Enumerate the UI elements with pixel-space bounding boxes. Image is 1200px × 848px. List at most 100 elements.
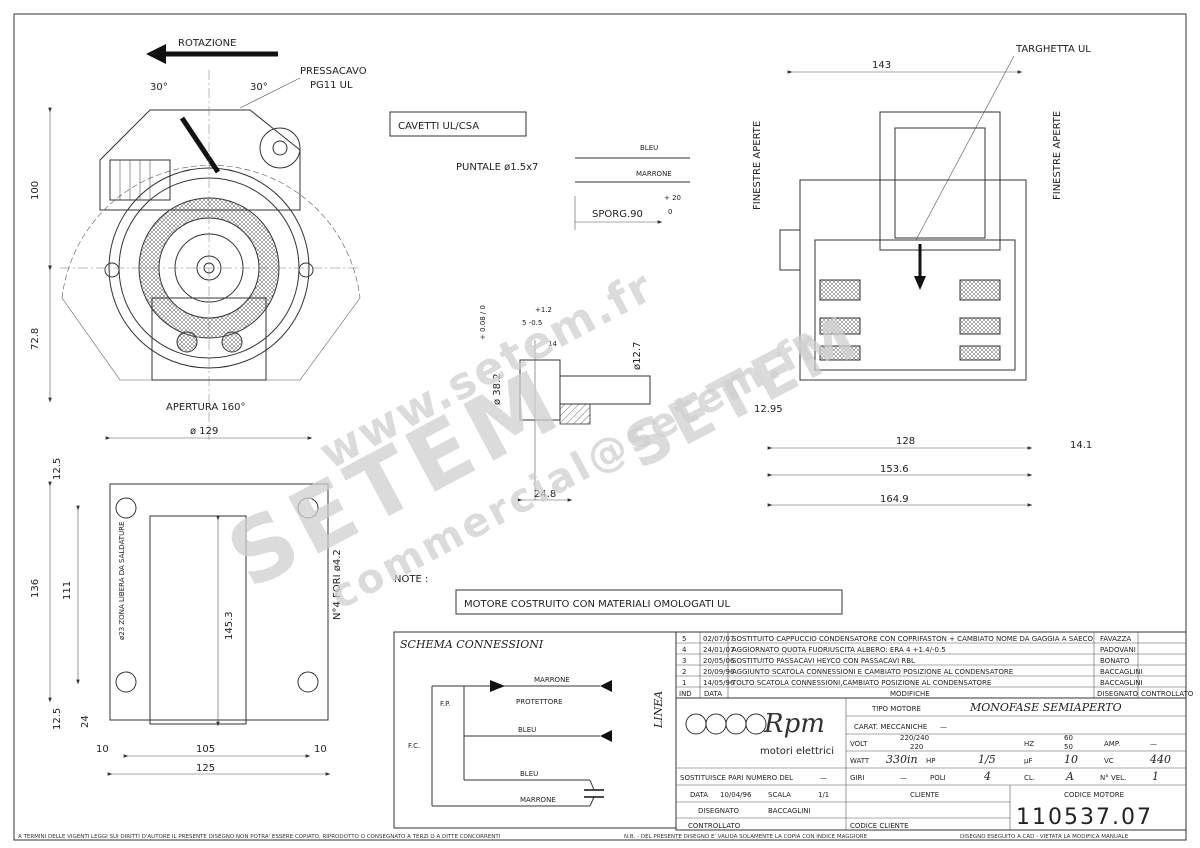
dim-12-7: ø12.7 [632, 342, 643, 370]
rev-header-drawn: DISEGNATO [1097, 690, 1139, 698]
dim-153-6: 153.6 [880, 464, 909, 475]
protrusion-tol-plus: + 20 [664, 194, 681, 202]
watt-value: 330in [886, 753, 918, 766]
dim-129: ø 129 [190, 426, 218, 437]
volt-value: 220/240 [900, 734, 929, 742]
bottom-view: 136 111 145.3 ø23 ZONA LIBERA DA SALDATU… [30, 458, 343, 776]
company-logo [685, 713, 767, 735]
date-value: 10/04/96 [720, 791, 752, 799]
ul-note: MOTORE COSTRUITO CON MATERIALI OMOLOGATI… [464, 599, 731, 610]
rev-header-mods: MODIFICHE [890, 690, 930, 698]
rev-3-ind: 3 [682, 657, 686, 665]
rev-2-desc: AGGIUNTO SCATOLA CONNESSIONI E CAMBIATO … [732, 668, 1013, 676]
checked-label: CONTROLLATO [688, 822, 741, 830]
giri-value: — [900, 774, 907, 782]
poli-label: POLI [930, 774, 946, 782]
dim-136: 136 [30, 579, 41, 598]
rev-3-desc: SOSTITUITO PASSACAVI HEYCO CON PASSACAVI… [732, 657, 915, 665]
dim-100: 100 [30, 181, 41, 200]
ul-plate-label: TARGHETTA UL [1015, 44, 1091, 55]
dim-10-left: 10 [96, 744, 109, 755]
free-zone-label: ø23 ZONA LIBERA DA SALDATURE [118, 522, 126, 641]
side-view: TARGHETTA UL 143 FINESTRE APERTE FINESTR… [752, 44, 1092, 507]
dim-24-8: 24.8 [534, 489, 556, 500]
client-code-label: CODICE CLIENTE [850, 822, 909, 830]
schema-fc: F.C. [408, 742, 420, 750]
dim-143: 143 [872, 60, 891, 71]
rev-5-date: 02/07/07 [703, 635, 734, 643]
replaces-label: SOSTITUISCE PARI NUMERO DEL [680, 774, 793, 782]
rotation-label: ROTAZIONE [178, 38, 236, 49]
brown-wire-label: MARRONE [636, 170, 672, 178]
mech-label: CARAT. MECCANICHE [854, 723, 927, 731]
cl-value: A [1065, 770, 1074, 783]
opening-label: APERTURA 160° [166, 402, 246, 413]
company-subtitle: motori elettrici [760, 746, 834, 757]
amp-value: — [1150, 740, 1157, 748]
angle-right-label: 30° [250, 82, 268, 93]
rev-1-desc: TOLTO SCATOLA CONNESSIONI,CAMBIATO POSIZ… [731, 679, 991, 687]
open-windows-right: FINESTRE APERTE [1052, 111, 1063, 200]
uf-value: 10 [1064, 753, 1078, 766]
holes-label: N°4 FORI ø4.2 [332, 549, 343, 620]
hz-value: 60 [1064, 734, 1073, 742]
cable-detail: CAVETTI UL/CSA PUNTALE ø1.5x7 BLEU MARRO… [389, 111, 690, 230]
dim-164-9: 164.9 [880, 494, 909, 505]
connection-schema: SCHEMA CONNESSIONI MARRONE PROTETTORE BL… [393, 631, 677, 829]
dim-12-5-top: 12.5 [52, 458, 63, 480]
rev-1-ind: 1 [682, 679, 686, 687]
date-label: DATA [690, 791, 708, 799]
cable-gland-spec: PG11 UL [310, 80, 353, 91]
revision-table: 5 02/07/07 SOSTITUITO CAPPUCCIO CONDENSA… [675, 631, 1194, 699]
dim-12-5-bottom: 12.5 [52, 708, 63, 730]
hp-value: 1/5 [978, 753, 996, 766]
vel-value: 1 [1152, 770, 1159, 783]
dim-24: 24 [80, 715, 91, 728]
blue-wire-label: BLEU [640, 144, 658, 152]
schema-title: SCHEMA CONNESSIONI [400, 638, 544, 651]
rev-5-desc: SOSTITUITO CAPPUCCIO CONDENSATORE CON CO… [732, 635, 1093, 643]
cables-label: CAVETTI UL/CSA [398, 121, 479, 132]
giri-label: GIRI [850, 774, 864, 782]
cl-label: CL. [1024, 774, 1035, 782]
rev-2-by: BACCAGLINI [1100, 668, 1143, 676]
footer-note: N.B. - DEL PRESENTE DISEGNO E' VALIDA SO… [624, 834, 868, 840]
motor-type-value: MONOFASE SEMIAPERTO [969, 701, 1122, 714]
rev-1-by: BACCAGLINI [1100, 679, 1143, 687]
dim-10-right: 10 [314, 744, 327, 755]
volt-value-2: 220 [910, 743, 923, 751]
client-label: CLIENTE [910, 791, 939, 799]
dim-38-2: ø 38.2 [492, 373, 503, 405]
protrusion-tol-minus: 0 [668, 208, 672, 216]
vc-value: 440 [1149, 753, 1171, 766]
rev-header-date: DATA [704, 690, 722, 698]
dim-plus-1-2: +1.2 [535, 306, 552, 314]
drawn-label: DISEGNATO [698, 807, 740, 815]
title-block: Rpm motori elettrici TIPO MOTORE MONOFAS… [675, 697, 1187, 831]
uf-label: µF [1024, 757, 1032, 765]
dim-125: 125 [196, 763, 215, 774]
dim-5: 5 -0.5 [522, 319, 542, 327]
schema-bleu-low: BLEU [520, 770, 538, 778]
rev-3-date: 20/05/06 [703, 657, 735, 665]
watermarks: www.setem.fr SETEM SETEM commercial@sete… [212, 261, 873, 619]
rev-4-by: PADOVANI [1100, 646, 1136, 654]
cables-box [389, 111, 527, 137]
replaces-value: — [820, 774, 827, 782]
footer-copyright: A TERMINI DELLE VIGENTI LEGGI SUI DIRITT… [18, 834, 501, 840]
schema-bleu-mid: BLEU [518, 726, 536, 734]
angle-left-label: 30° [150, 82, 168, 93]
hp-label: HP [926, 757, 936, 765]
rev-header-ind: IND [679, 690, 692, 698]
dim-38-2-tol: + 0.08 / 0 [479, 305, 487, 340]
shaft-detail: 24.8 ø 38.2 + 0.08 / 0 ø12.7 +1.2 5 -0.5… [479, 305, 651, 502]
dim-72-8: 72.8 [30, 328, 41, 350]
rev-header-checked: CONTROLLATO [1141, 690, 1194, 698]
cable-gland-label: PRESSACAVO [300, 66, 367, 77]
rev-2-ind: 2 [682, 668, 686, 676]
scale-label: SCALA [768, 791, 791, 799]
mech-value: — [940, 723, 947, 731]
protrusion-label: SPORG.90 [592, 209, 643, 220]
